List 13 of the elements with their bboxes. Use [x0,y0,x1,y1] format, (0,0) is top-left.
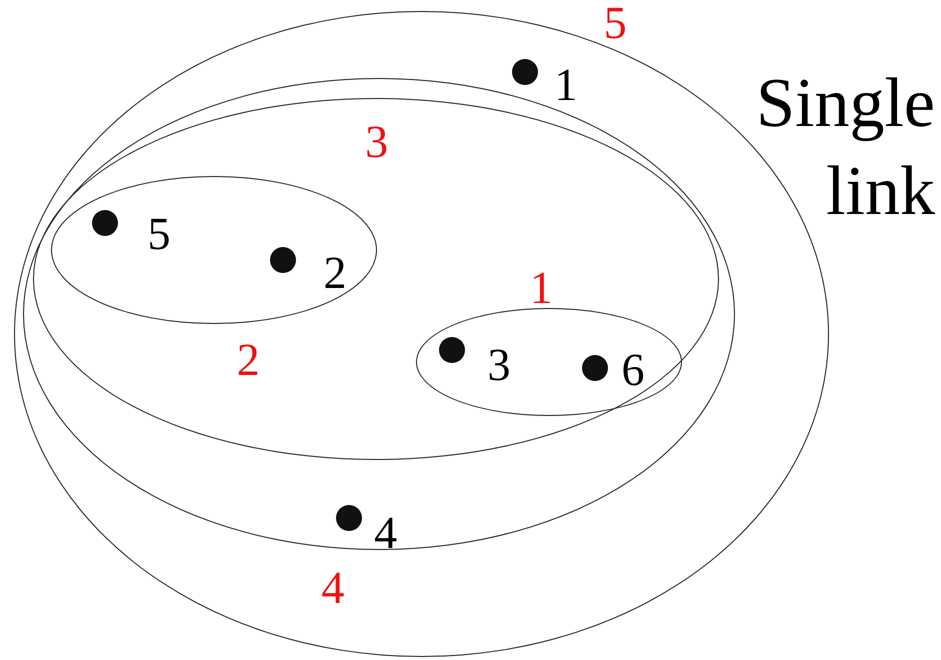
title: Single link [755,64,935,232]
merge-step-number: 1 [530,264,553,311]
merge-step-number: 3 [365,119,388,166]
merge-step-number: 4 [321,565,344,612]
merge-step-number: 5 [604,0,627,46]
point-number: 2 [323,250,346,296]
merge-step-number: 2 [236,336,260,383]
point-number: 4 [374,510,398,556]
point-number: 6 [621,347,644,394]
cluster-ellipse [33,98,720,460]
point-number: 1 [554,62,578,108]
point-number: 5 [147,211,170,258]
point-number: 3 [487,342,510,388]
